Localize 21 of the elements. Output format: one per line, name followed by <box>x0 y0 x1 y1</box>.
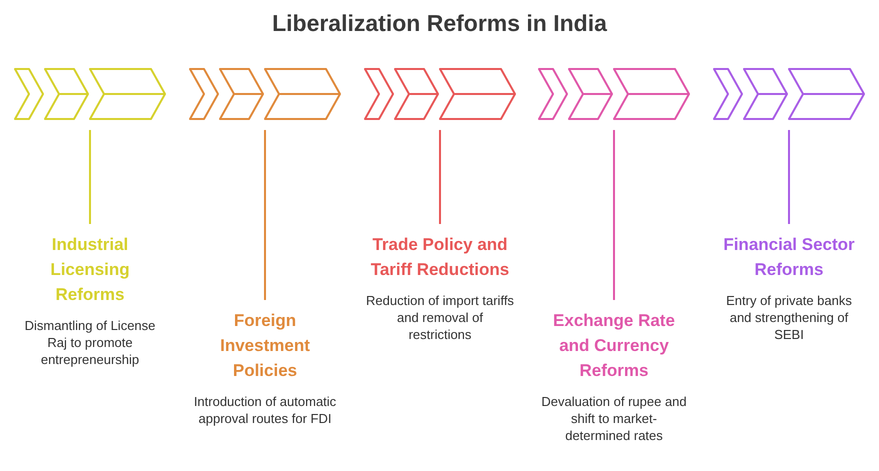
reform-heading: Foreign Investment Policies <box>219 310 311 382</box>
reform-description: Introduction of automatic approval routes for FDI <box>192 393 338 427</box>
connector-line <box>439 130 441 224</box>
reform-heading: Exchange Rate and Currency Reforms <box>552 310 676 382</box>
chevron-icon <box>364 68 516 120</box>
connector-line <box>89 130 91 224</box>
reform-description: Dismantling of License Raj to promote entrepreneurship <box>24 317 156 368</box>
connector-line <box>613 130 615 300</box>
reform-heading: Trade Policy and Tariff Reductions <box>370 234 510 281</box>
chevron-icon <box>189 68 341 120</box>
chevron-icon <box>538 68 690 120</box>
diagram-title: Liberalization Reforms in India <box>271 10 608 37</box>
reform-heading: Financial Sector Reforms <box>722 234 856 281</box>
chevron-icon <box>14 68 166 120</box>
reform-description: Entry of private banks and strengthening of SEBI <box>725 292 853 343</box>
reform-description: Devaluation of rupee and shift to market-determined rates <box>540 393 688 444</box>
reform-heading: Industrial Licensing Reforms <box>49 234 131 306</box>
chevron-icon <box>713 68 865 120</box>
reform-description: Reduction of import tariffs and removal of restrictions <box>365 292 515 343</box>
connector-line <box>264 130 266 300</box>
connector-line <box>788 130 790 224</box>
